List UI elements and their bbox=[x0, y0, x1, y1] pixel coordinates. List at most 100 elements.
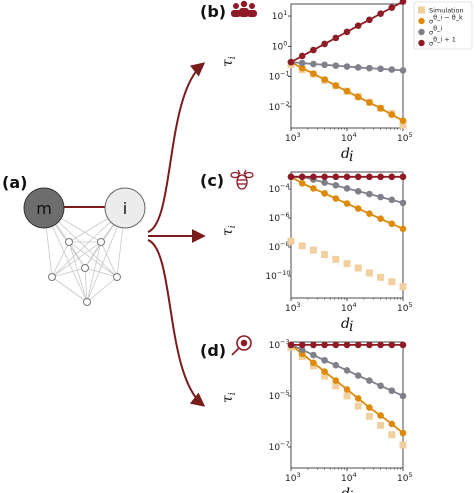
series-point bbox=[287, 173, 295, 181]
series-point bbox=[321, 40, 328, 48]
node-m bbox=[23, 187, 65, 229]
series-point bbox=[332, 341, 340, 349]
series-point bbox=[377, 341, 384, 349]
series-point bbox=[388, 111, 396, 119]
series-point bbox=[343, 200, 351, 207]
y-tick-label: 10−8 bbox=[269, 240, 290, 253]
sim-point bbox=[309, 246, 317, 254]
series-point bbox=[298, 52, 306, 60]
series-point bbox=[332, 182, 340, 189]
series-point bbox=[343, 367, 351, 374]
legend-label: σθ_i bbox=[429, 25, 442, 37]
sim-point bbox=[343, 260, 351, 268]
sim-point bbox=[321, 372, 329, 380]
series-point bbox=[366, 377, 373, 384]
node-i bbox=[104, 187, 146, 229]
series-point bbox=[354, 173, 362, 181]
x-tick-label: 104 bbox=[341, 471, 357, 484]
legend-marker bbox=[418, 6, 425, 14]
legend-marker bbox=[418, 28, 425, 36]
series-point bbox=[343, 173, 351, 181]
panel-a: (a) m i bbox=[2, 173, 146, 306]
series-point bbox=[399, 199, 407, 207]
series-darkred bbox=[287, 0, 407, 66]
y-tick-label: 10−1 bbox=[269, 70, 290, 83]
series-point bbox=[354, 187, 362, 195]
x-axis-label: d bbox=[341, 146, 350, 162]
series-point bbox=[399, 429, 407, 437]
sim-point bbox=[321, 251, 329, 259]
series-point bbox=[298, 179, 306, 187]
sim-point bbox=[388, 431, 396, 439]
series-point bbox=[310, 60, 317, 68]
series-point bbox=[321, 368, 328, 375]
sim-point bbox=[354, 402, 362, 410]
series-point bbox=[298, 346, 306, 353]
series-point bbox=[321, 61, 328, 69]
series-point bbox=[310, 46, 317, 54]
series-point bbox=[321, 76, 328, 83]
series-point bbox=[388, 4, 396, 11]
series-point bbox=[399, 392, 407, 400]
sim-point bbox=[377, 273, 385, 281]
series-point bbox=[332, 34, 340, 42]
series-orange bbox=[287, 341, 407, 437]
y-tick-label: 10−4 bbox=[269, 182, 290, 195]
series-point bbox=[399, 117, 407, 124]
x-axis-label-sub: i bbox=[349, 489, 353, 493]
y-tick-label: 101 bbox=[272, 9, 288, 22]
series-point bbox=[332, 82, 340, 89]
series-point bbox=[377, 412, 384, 419]
series-point bbox=[354, 205, 362, 212]
series-point bbox=[287, 58, 295, 66]
panel-b-label: (b) bbox=[200, 2, 226, 21]
sim-point bbox=[298, 242, 306, 250]
series-point bbox=[377, 65, 384, 73]
series-point bbox=[377, 215, 384, 222]
series-simulation bbox=[287, 343, 407, 449]
legend-marker bbox=[418, 39, 425, 47]
series-point bbox=[354, 341, 362, 349]
sim-point bbox=[365, 412, 373, 420]
sim-point bbox=[399, 121, 407, 129]
series-point bbox=[354, 372, 362, 379]
y-axis-label: τi bbox=[220, 56, 238, 67]
sim-point bbox=[354, 264, 362, 272]
series-point bbox=[321, 179, 328, 186]
series-point bbox=[332, 173, 340, 181]
series-point bbox=[332, 195, 340, 202]
series-point bbox=[388, 387, 396, 395]
legend-label: σθ_i + 1 bbox=[429, 36, 456, 48]
x-tick-label: 104 bbox=[341, 131, 357, 144]
series-point bbox=[343, 87, 351, 95]
sim-point bbox=[365, 269, 373, 277]
series-point bbox=[298, 59, 306, 67]
y-tick-label: 10−6 bbox=[269, 211, 290, 224]
series-point bbox=[399, 67, 407, 74]
group-people-icon bbox=[231, 0, 257, 17]
series-point bbox=[388, 173, 396, 181]
x-tick-label: 103 bbox=[285, 131, 301, 144]
magnifier-bug-icon bbox=[231, 335, 252, 356]
arrows bbox=[147, 62, 206, 407]
y-tick-label: 10−10 bbox=[265, 269, 290, 282]
series-simulation bbox=[287, 237, 407, 291]
series-point bbox=[343, 386, 351, 393]
sim-point bbox=[399, 441, 407, 449]
y-tick-label: 10−5 bbox=[269, 389, 290, 402]
y-tick-label: 100 bbox=[272, 39, 288, 52]
x-tick-label: 103 bbox=[285, 471, 301, 484]
series-point bbox=[388, 196, 396, 204]
series-point bbox=[399, 173, 407, 181]
network-nodes bbox=[48, 238, 121, 306]
series-point bbox=[388, 420, 396, 428]
legend-box bbox=[413, 1, 473, 50]
series-point bbox=[310, 341, 317, 349]
series-point bbox=[343, 28, 351, 36]
y-tick-label: 10−7 bbox=[269, 440, 290, 453]
series-point bbox=[399, 225, 407, 233]
series-point bbox=[298, 341, 306, 349]
x-axis-label: d bbox=[341, 486, 350, 493]
